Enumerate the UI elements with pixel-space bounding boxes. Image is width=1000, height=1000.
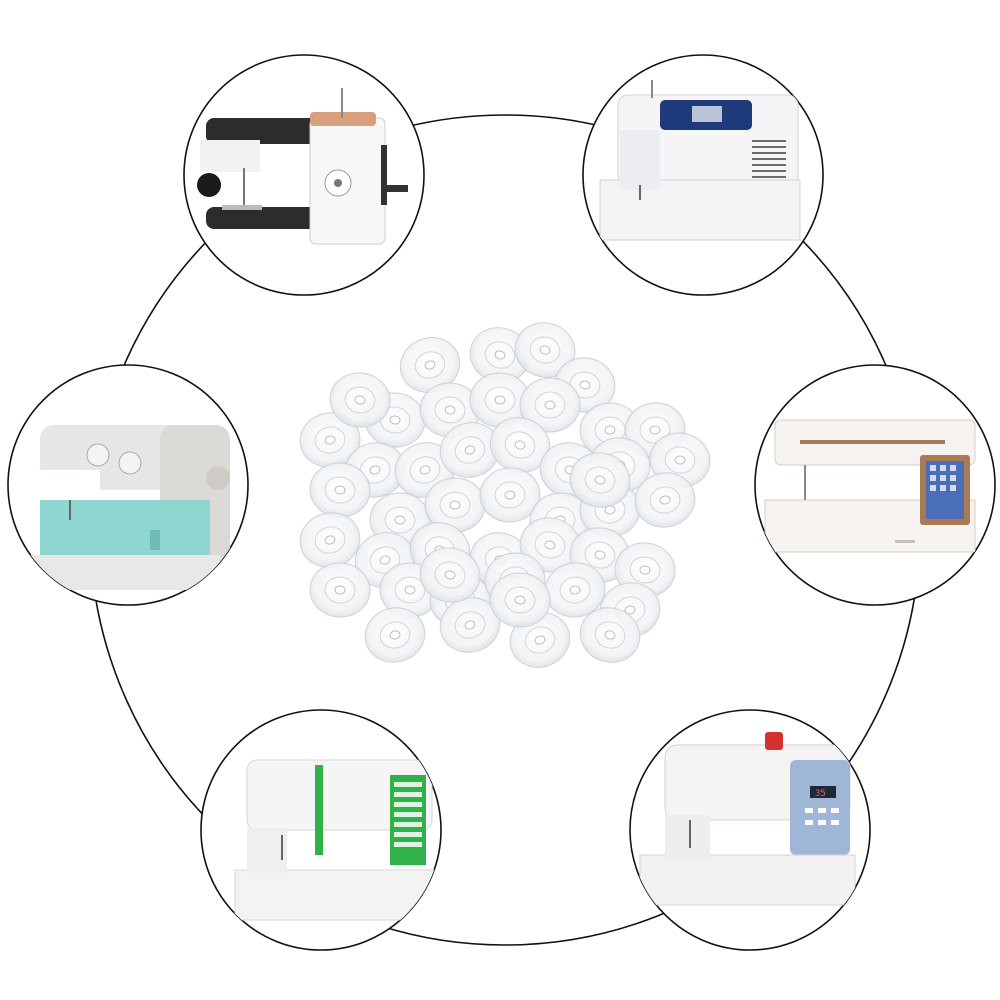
machine-computerized-blue-panel: 35 (629, 709, 871, 951)
machine-portable-dark (183, 54, 425, 296)
machine-computerized-green (200, 709, 442, 951)
bobbin (419, 547, 481, 603)
bobbin (299, 412, 361, 468)
bobbin (469, 327, 531, 383)
bobbin (634, 472, 696, 528)
bobbin (424, 477, 486, 533)
machine-basic-mint (7, 364, 249, 606)
bobbin (309, 562, 371, 618)
bobbin (399, 337, 461, 393)
bobbin (439, 422, 501, 478)
bobbin (309, 462, 371, 518)
bobbin (489, 572, 551, 628)
bobbin (579, 607, 641, 663)
machine-embroidery-touchscreen (754, 364, 996, 606)
bobbin (569, 452, 631, 508)
lcd-readout: 35 (815, 789, 826, 799)
bobbin-cluster (299, 322, 711, 668)
bobbin (489, 417, 551, 473)
bobbin (514, 322, 576, 378)
bobbin (364, 607, 426, 663)
bobbin (479, 467, 541, 523)
bobbin (519, 377, 581, 433)
machine-computerized-navy (582, 54, 824, 296)
bobbin (329, 372, 391, 428)
